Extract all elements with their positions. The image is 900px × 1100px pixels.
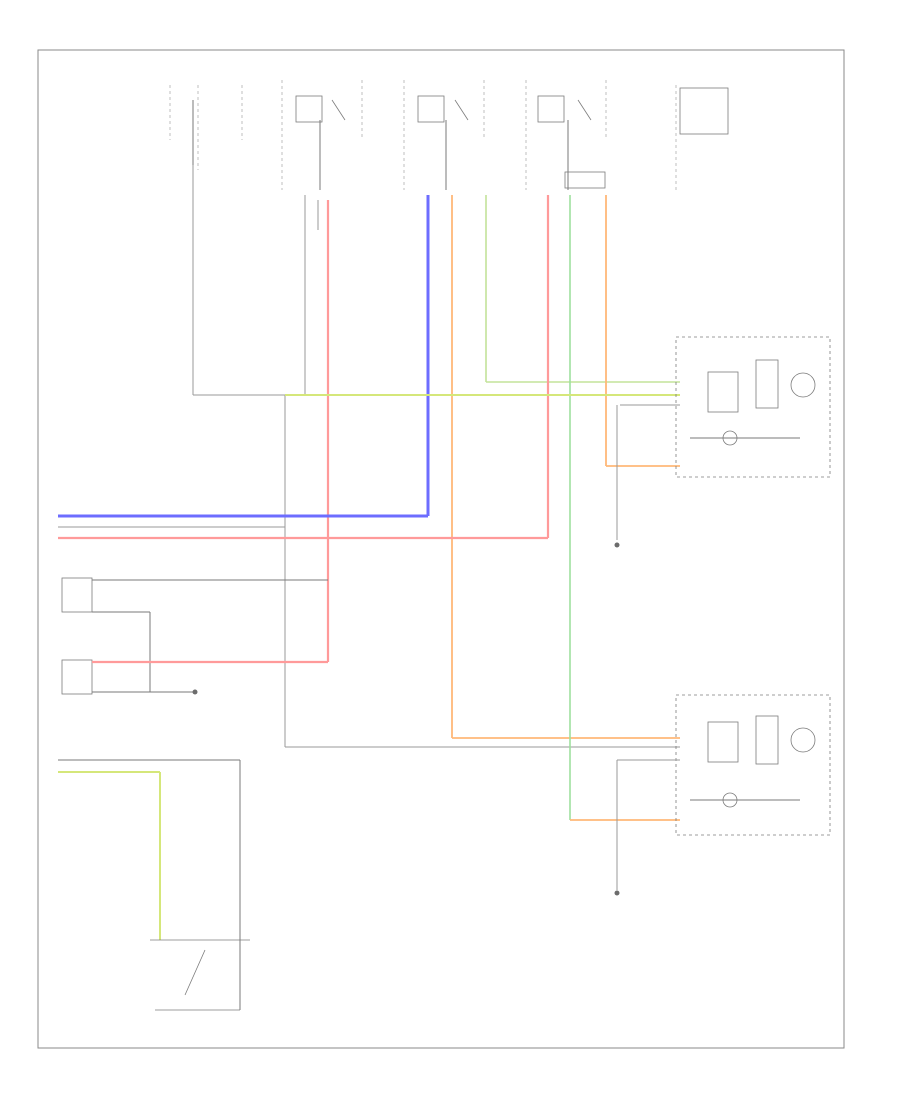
ground-right	[614, 890, 620, 896]
fuse-block-4	[525, 80, 607, 190]
fuse-block-3	[403, 80, 485, 190]
left-tail-unit	[61, 577, 328, 692]
dimmer-switch-unit	[58, 759, 250, 1011]
fuse-block-2	[281, 80, 363, 190]
right-headlight-unit	[616, 694, 831, 890]
diagram-frame	[37, 49, 845, 1049]
right-tail-unit	[61, 659, 328, 695]
ground-left	[614, 542, 620, 548]
left-headlight-unit	[675, 336, 831, 478]
fuse-block-1	[169, 85, 243, 170]
relay-note-block	[675, 85, 729, 190]
